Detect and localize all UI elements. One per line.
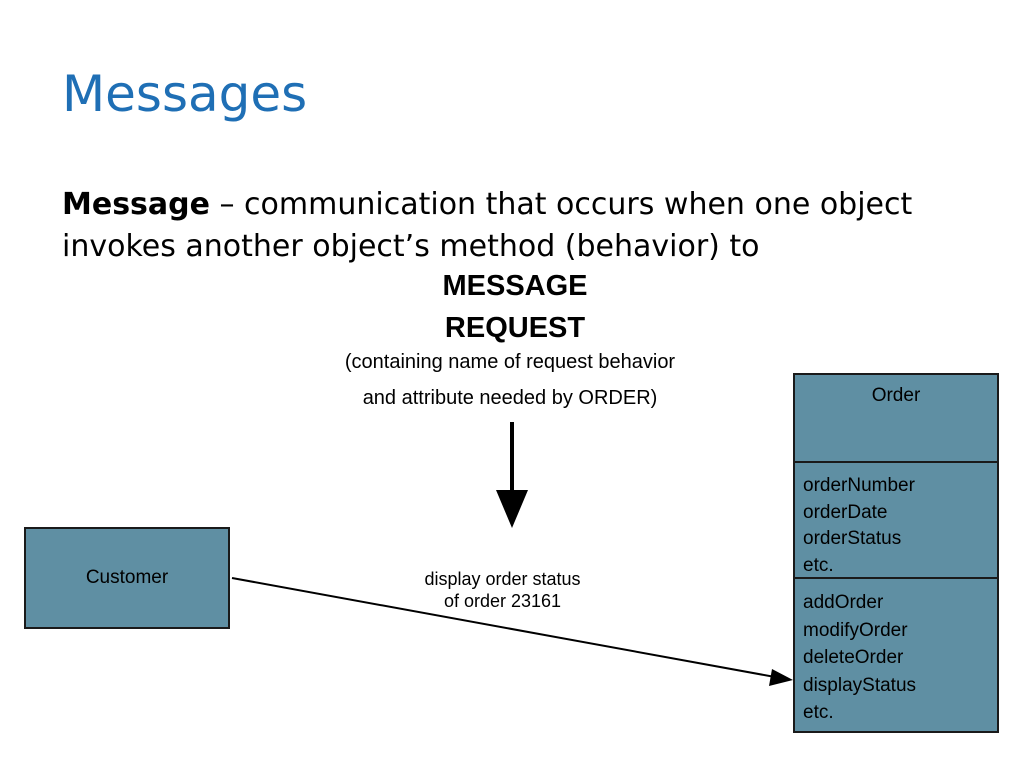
message-label-line-2: of order 23161 xyxy=(443,591,562,611)
customer-object: Customer xyxy=(24,527,230,629)
slide-title: Messages xyxy=(62,65,308,123)
order-attributes: orderNumber orderDate orderStatus etc. xyxy=(795,463,997,579)
order-class-name: Order xyxy=(795,375,997,463)
order-method: displayStatus xyxy=(803,674,917,696)
order-method: addOrder xyxy=(803,592,884,613)
order-attribute: orderNumber xyxy=(803,475,915,496)
message-arrow xyxy=(231,577,793,686)
request-note-line-1: (containing name of request behavior xyxy=(344,351,676,373)
definition-body: – communication that occurs when one obj… xyxy=(62,187,913,264)
message-label: display order status of order 23161 xyxy=(380,568,625,612)
message-arrowhead xyxy=(769,669,793,686)
order-class: Order orderNumber orderDate orderStatus … xyxy=(793,373,999,733)
order-attribute: orderStatus xyxy=(803,528,902,549)
definition-text: Message – communication that occurs when… xyxy=(62,184,962,264)
order-attribute: etc. xyxy=(803,554,834,576)
message-label-line-1: display order status xyxy=(424,569,581,589)
customer-label: Customer xyxy=(85,567,169,588)
request-arrowhead xyxy=(496,490,528,528)
request-note-line-2: and attribute needed by ORDER) xyxy=(362,387,658,409)
message-arrow-line xyxy=(231,577,776,678)
request-arrow xyxy=(496,422,528,528)
order-method: deleteOrder xyxy=(803,647,904,668)
definition-term: Message xyxy=(62,187,210,222)
request-title-line-2: REQUEST xyxy=(444,312,586,344)
request-title-line-1: MESSAGE xyxy=(442,270,588,302)
order-method: etc. xyxy=(803,702,834,723)
order-attribute: orderDate xyxy=(803,501,888,523)
order-method: modifyOrder xyxy=(803,619,908,641)
order-methods: addOrder modifyOrder deleteOrder display… xyxy=(795,579,997,727)
